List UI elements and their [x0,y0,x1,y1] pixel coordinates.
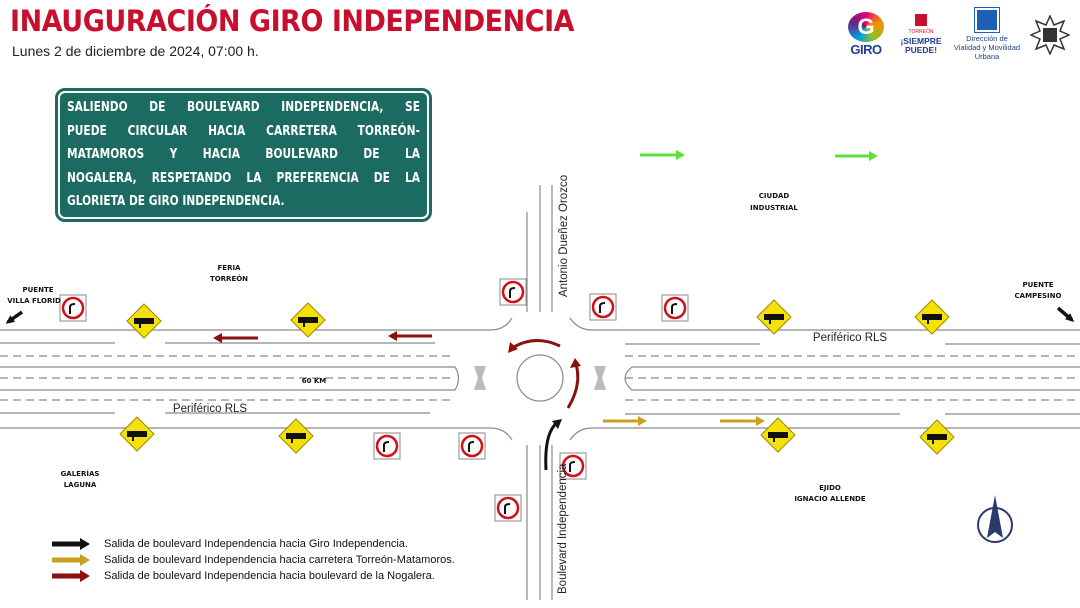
label-puente-campesino: PUENTE [1022,281,1053,289]
road-label-antonio-duenez: Antonio Dueñez Orozco [558,175,570,297]
warning-sign-icon [119,416,155,452]
legend-item-gold: Salida de boulevard Independencia hacia … [52,552,455,568]
page-title: INAUGURACIÓN GIRO INDEPENDENCIA [10,4,575,38]
legend-label: Salida de boulevard Independencia hacia … [104,554,455,566]
no-turn-sign-icon [589,293,617,321]
no-turn-sign-icon [499,278,527,306]
median-markers [474,366,606,390]
label-ejido: EJIDO [819,484,841,492]
arrow-icon-gold [52,554,90,566]
road-lines [0,185,1080,600]
no-turn-sign-icon [373,432,401,460]
roundabout-arrowhead-east [570,358,581,368]
road-label-periferico-west: Periférico RLS [173,403,247,415]
torreon-logo-text: ¡SIEMPRE PUEDE! [900,36,942,55]
road-label-periferico-east: Periférico RLS [813,332,887,344]
median-marker-east [594,366,606,390]
giro-logo: G GIRO [842,12,890,57]
exit-arrow [5,310,24,324]
roundabout-arrow-north [511,339,561,350]
median-marker-west [474,366,486,390]
legend-label: Salida de boulevard Independencia hacia … [104,538,408,550]
event-date: Lunes 2 de diciembre de 2024, 07:00 h. [12,43,259,59]
torreon-logo: TORREÓN ¡SIEMPRE PUEDE! [898,14,944,55]
warning-sign-icon [919,419,955,455]
legend-item-red: Salida de boulevard Independencia hacia … [52,568,455,584]
no-turn-sign-icon [494,494,522,522]
police-star-icon [1030,14,1070,55]
label-torreon: TORREÓN [210,274,248,283]
roundabout-arrow-east [566,363,580,409]
giro-logo-text: GIRO [850,42,882,57]
label-feria: FERIA [218,264,242,272]
direction-arrow [603,416,647,426]
label-industrial: INDUSTRIAL [750,204,798,212]
legend: Salida de boulevard Independencia hacia … [52,536,455,584]
traffic-signs [59,278,955,522]
warning-sign-icon [278,418,314,454]
legend-label: Salida de boulevard Independencia hacia … [104,570,435,582]
roundabout-arrowhead-north [508,342,518,353]
direction-arrows [5,150,1075,426]
black-entry-arrowhead [552,419,562,429]
label-puente-villa-florido-2: VILLA FLORID [7,297,61,305]
label-campesino: CAMPESINO [1015,292,1062,300]
torreon-castle-icon [915,14,927,26]
no-turn-sign-icon [458,432,486,460]
no-turn-sign-icon [559,452,587,480]
direction-arrow [640,150,685,160]
notice-line: NOGALERA, RESPETANDO LA PREFERENCIA DE L… [67,170,420,186]
label-laguna: LAGUNA [64,481,97,489]
notice-line: PUEDE CIRCULAR HACIA CARRETERA TORREÓN- [67,123,420,139]
notice-box: SALIENDO DE BOULEVARD INDEPENDENCIA, SE … [55,88,432,222]
label-ciudad: CIUDAD [759,192,790,200]
no-turn-sign-icon [661,294,689,322]
notice-line: MATAMOROS Y HACIA BOULEVARD DE LA [67,147,420,162]
warning-sign-icon [756,299,792,335]
label-ignacio-allende: IGNACIO ALLENDE [794,495,866,503]
exit-arrow [1056,306,1075,322]
notice-line: GLORIETA DE GIRO INDEPENDENCIA. [67,194,285,209]
torreon-logo-top: TORREÓN [908,29,934,35]
warning-sign-icon [760,417,796,453]
vialidad-logo-text: Dirección de Vialidad y Movilidad Urbana [953,34,1021,61]
giro-g-icon: G [848,12,884,42]
label-galerias: GALERÍAS [61,469,100,478]
no-turn-sign-icon [59,294,87,322]
legend-item-black: Salida de boulevard Independencia hacia … [52,536,455,552]
logos: G GIRO TORREÓN ¡SIEMPRE PUEDE! Dirección… [842,7,1070,61]
direction-arrow [835,151,878,161]
direction-arrow [213,333,258,343]
direction-arrow [720,416,765,426]
warning-sign-icon [290,302,326,338]
direction-arrow [388,331,432,341]
notice-line: SALIENDO DE BOULEVARD INDEPENDENCIA, SE [67,100,420,115]
road-label-boulevard-independencia: Boulevard Independencia [557,463,569,594]
arrow-icon-black [52,538,90,550]
speed-limit-label: 60 KM [302,377,327,385]
warning-sign-icon [126,303,162,339]
vialidad-logo: Dirección de Vialidad y Movilidad Urbana [952,7,1022,61]
label-puente-villa-florido: PUENTE [22,286,53,294]
warning-sign-icon [914,299,950,335]
arrow-icon-red [52,570,90,582]
compass-icon [977,495,1013,543]
vialidad-icon [974,7,1000,33]
